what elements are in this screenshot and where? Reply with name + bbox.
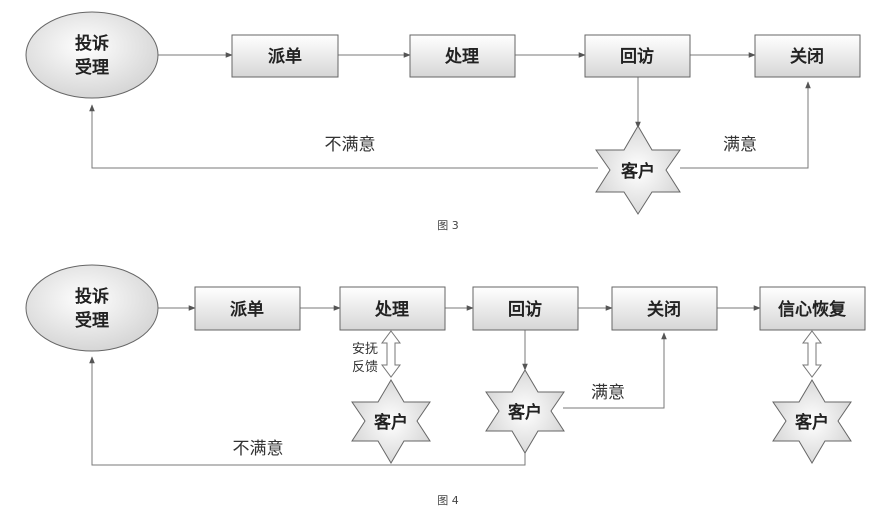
node4-customer-revisit-star: 客户 [485,369,565,454]
node4-customer-process-label: 客户 [373,412,408,433]
edge-customer-to-complaint [89,104,598,169]
node-dispatch: 派单 [231,34,339,78]
node-complaint-label-1: 投诉 [75,33,109,54]
node4-revisit-label: 回访 [508,299,542,320]
node4-dispatch-label: 派单 [230,299,264,320]
node4-close: 关闭 [611,286,718,331]
figure-4-caption: 图 4 [437,494,459,507]
figure-3-caption: 图 3 [437,219,459,232]
edge4-label-satisfied: 满意 [591,383,625,403]
node4-process-label: 处理 [374,299,409,320]
node-close: 关闭 [754,34,861,78]
double-arrow-process-customer [381,330,401,378]
node-complaint-label-2: 受理 [75,57,109,78]
node4-complaint-label-1: 投诉 [75,286,109,307]
node4-customer-process-star: 客户 [351,379,431,464]
edge4-label-comfort-1: 安抚 [352,342,378,357]
node4-revisit: 回访 [472,286,579,331]
node4-process: 处理 [339,286,446,331]
node-complaint: 投诉 受理 [25,11,159,99]
edge4-customer-to-complaint [89,356,526,466]
node-dispatch-label: 派单 [268,46,302,67]
edge-customer-to-close [680,81,811,169]
edge-label-unsatisfied: 不满意 [325,135,376,155]
node4-customer-trust-label: 客户 [794,412,829,433]
edge4-customer-to-close [563,332,667,409]
node4-complaint: 投诉 受理 [25,264,159,352]
node-customer-label: 客户 [620,161,655,182]
node4-customer-revisit-label: 客户 [507,402,542,423]
node-revisit: 回访 [584,34,691,78]
node-revisit-label: 回访 [620,46,654,67]
node4-dispatch: 派单 [194,286,301,331]
node-process-label: 处理 [444,46,479,67]
edge4-label-unsatisfied: 不满意 [233,439,284,459]
figure-3: 投诉 受理 派单 处理 回访 关闭 客户 不满意 满意 图 3 [25,11,861,232]
node4-trust-recovery: 信心恢复 [759,286,866,331]
edge4-label-comfort-2: 反馈 [352,360,378,375]
node4-complaint-label-2: 受理 [75,310,109,331]
node4-trust-recovery-label: 信心恢复 [778,299,847,320]
edge-label-satisfied: 满意 [723,135,757,155]
figure-4: 投诉 受理 派单 处理 回访 关闭 信心恢复 客户 [25,264,866,507]
node-process: 处理 [409,34,516,78]
double-arrow-trust-customer [802,330,822,378]
node-customer-star: 客户 [595,125,681,215]
node-close-label: 关闭 [790,46,824,67]
node4-close-label: 关闭 [647,299,681,320]
node4-customer-trust-star: 客户 [772,379,852,464]
